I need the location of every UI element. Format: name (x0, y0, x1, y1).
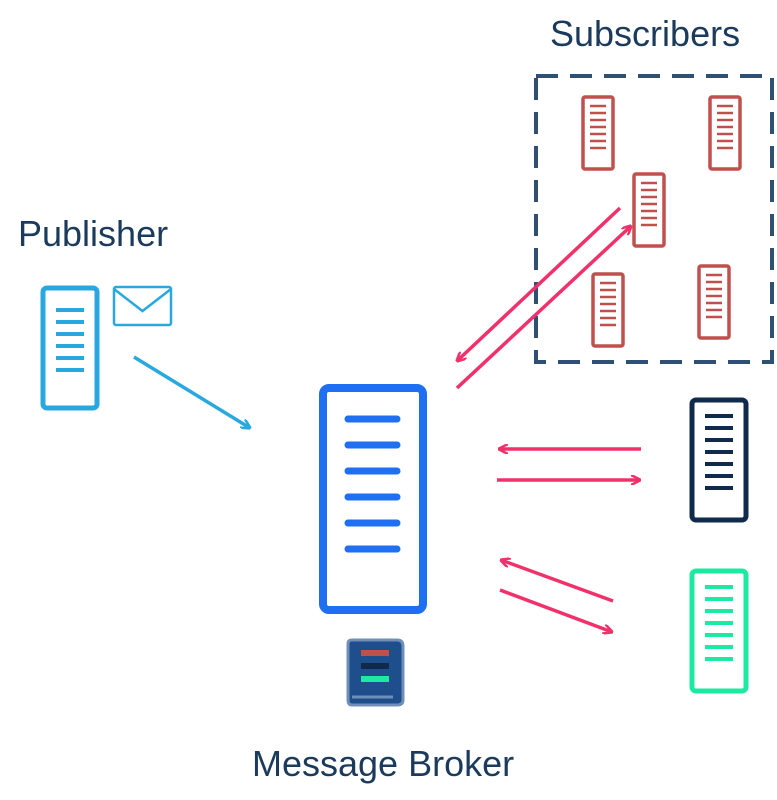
publisher-server-icon (40, 285, 100, 411)
publisher-label: Publisher (18, 213, 168, 254)
subscribers-label: Subscribers (550, 13, 740, 54)
subscriber-group-border (534, 74, 774, 364)
scroll-queue-icon (346, 638, 405, 707)
envelope-icon (112, 285, 173, 327)
subscriber-server-icon (632, 172, 666, 248)
subscriber-server-icon (689, 568, 749, 694)
broker-label: Message Broker (252, 743, 514, 784)
subscribe-arrow (501, 560, 614, 603)
subscribe-arrow (457, 206, 622, 361)
subscriber-server-icon (581, 95, 615, 171)
subscriber-server-icon (697, 264, 731, 340)
broker-server-icon (319, 384, 427, 614)
subscriber-server-icon (591, 272, 625, 348)
subscriber-server-icon (689, 397, 749, 523)
deliver-arrow (499, 588, 612, 632)
subscriber-server-icon (708, 95, 742, 171)
publish-arrow (133, 355, 250, 428)
deliver-arrow (455, 226, 631, 390)
